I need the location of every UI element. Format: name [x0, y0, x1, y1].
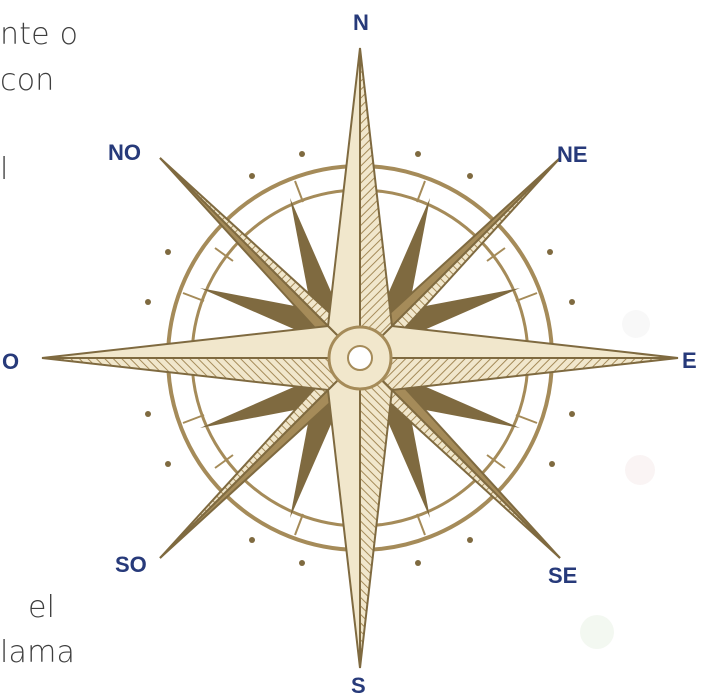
direction-label-northwest: NO — [108, 140, 141, 165]
direction-label-northeast: NE — [557, 142, 588, 167]
direction-label-east: E — [682, 348, 697, 373]
direction-label-southwest: SO — [115, 552, 147, 577]
direction-label-south: S — [351, 673, 366, 698]
direction-label-southeast: SE — [548, 563, 577, 588]
direction-label-west: O — [2, 349, 19, 374]
direction-label-north: N — [353, 10, 369, 35]
compass-center-inner — [348, 346, 372, 370]
